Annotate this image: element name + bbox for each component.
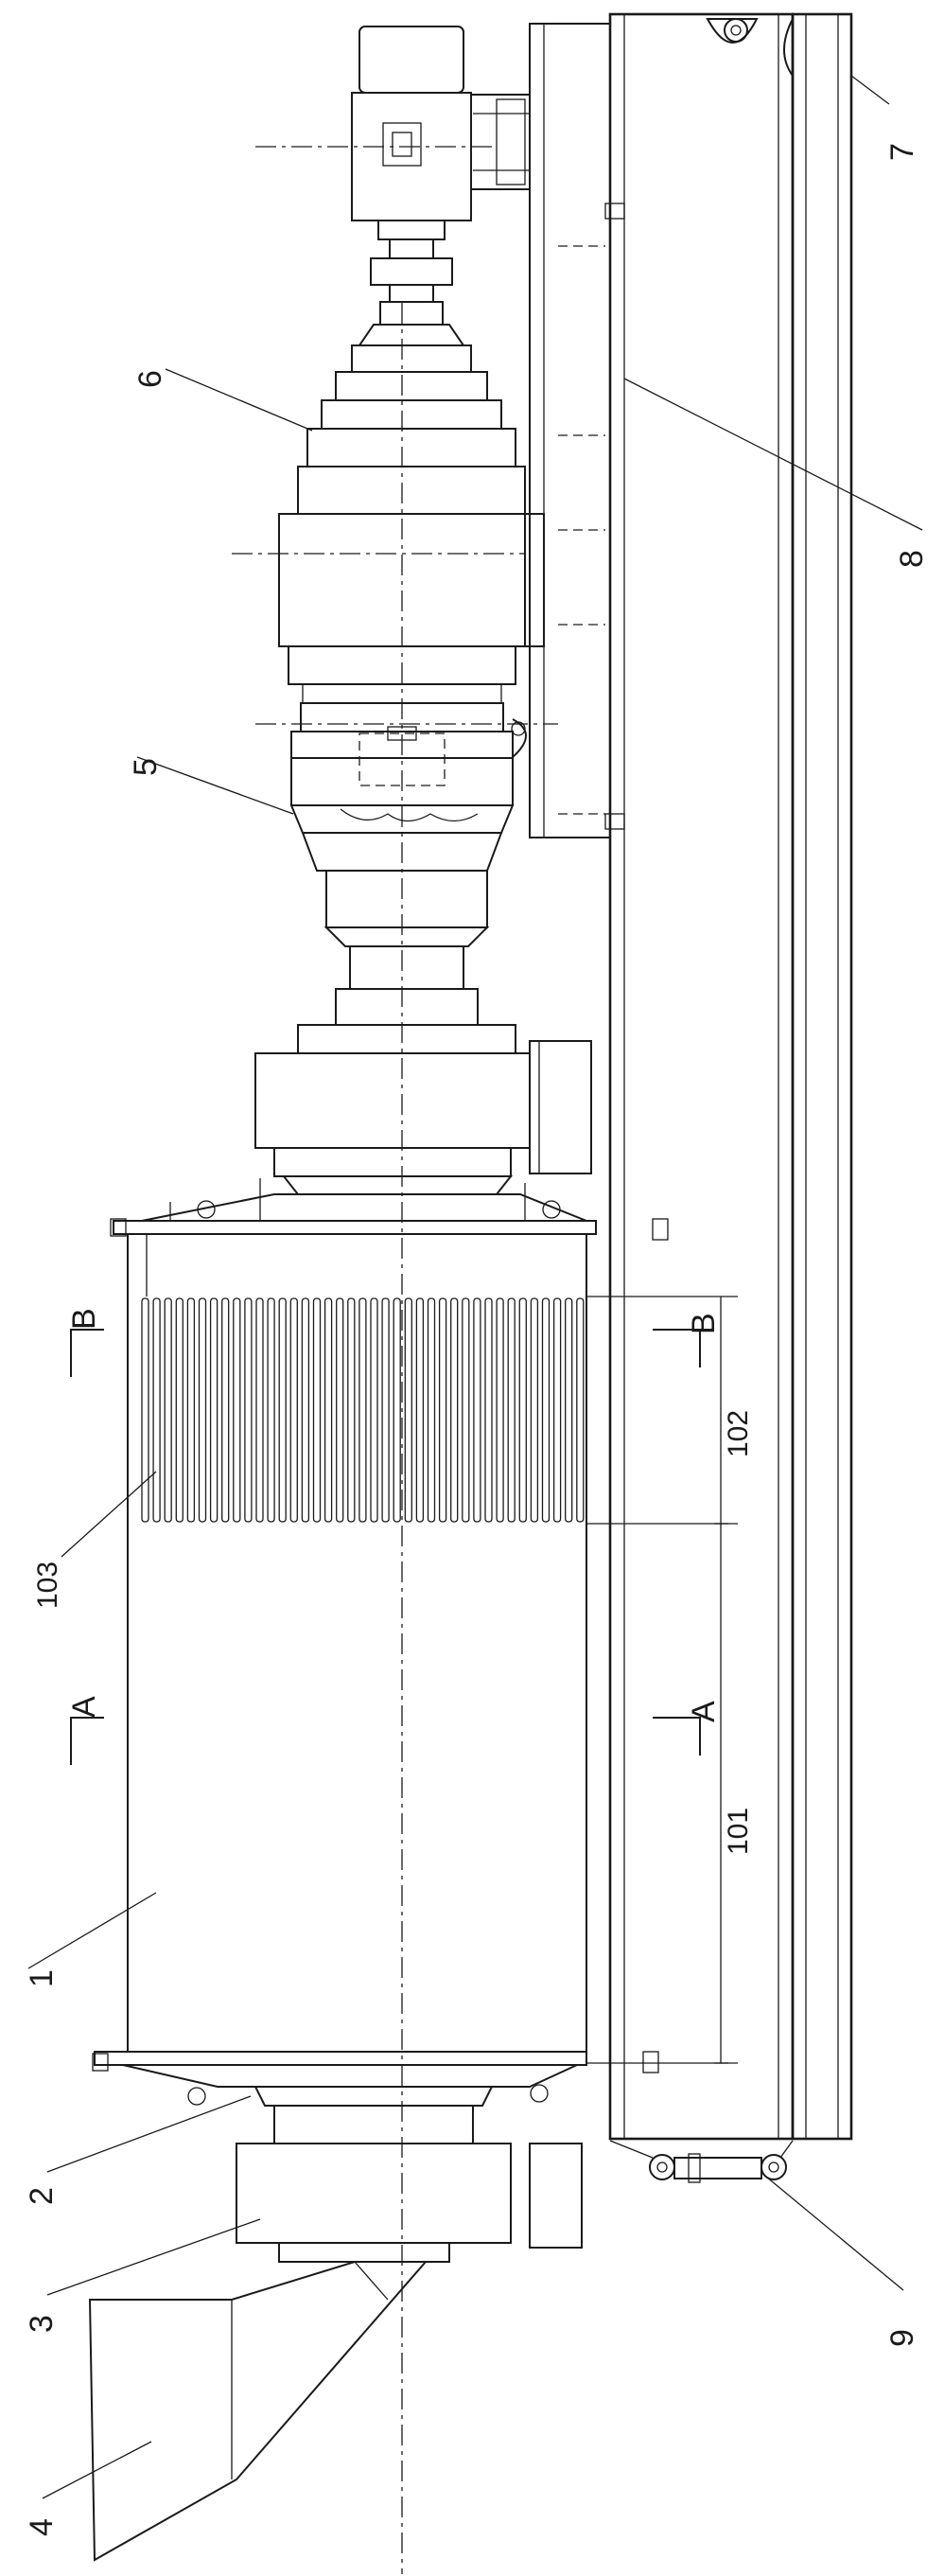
lower-bearing-3 (236, 2105, 583, 2263)
screen-slot (233, 1297, 241, 1523)
screen-slot (507, 1297, 516, 1523)
label-5: 5 (128, 758, 164, 776)
screen-slot (450, 1297, 459, 1523)
upper-end-cover (110, 1178, 669, 1241)
motor-mount-plate (529, 23, 625, 838)
screen-slot (255, 1297, 264, 1523)
screen-slot (141, 1297, 149, 1523)
screen-slot (278, 1297, 287, 1523)
screen-slot (323, 1297, 333, 1523)
label-102: 102 (723, 1410, 754, 1457)
frame-8 (608, 12, 795, 2141)
screen-slot (484, 1297, 493, 1523)
screen-slot (541, 1297, 551, 1523)
screen-slot (336, 1297, 344, 1523)
section-a-left: A (66, 1696, 102, 1718)
base-rail-7 (791, 12, 853, 2141)
label-103: 103 (32, 1561, 63, 1609)
screen-slot (552, 1297, 562, 1523)
label-9: 9 (884, 2329, 920, 2347)
top-pivot (706, 18, 794, 77)
label-8: 8 (894, 550, 930, 568)
screen-slot (565, 1297, 573, 1523)
label-4: 4 (24, 2518, 60, 2536)
screen-slot (427, 1297, 436, 1523)
screen-slot (393, 1297, 401, 1523)
screen-slot (404, 1297, 412, 1523)
section-a-right: A (686, 1701, 722, 1722)
screen-slot (438, 1297, 447, 1523)
labels: 1 2 3 4 5 6 7 8 9 101 102 103 B A B A (24, 143, 930, 2536)
screen-slot (164, 1297, 172, 1523)
screen-slot (198, 1297, 207, 1523)
screen-slot (301, 1297, 310, 1523)
feed-hopper-4 (88, 2261, 428, 2562)
screen-slot (186, 1297, 196, 1523)
section-marks (70, 1329, 701, 1765)
section-b-left: B (66, 1308, 102, 1330)
leader-lines (27, 75, 923, 2499)
label-3: 3 (24, 2315, 60, 2333)
screen-slot (244, 1297, 253, 1523)
motor-coupling (370, 238, 453, 326)
lower-end-cover-2 (92, 2051, 659, 2107)
screen-slot (209, 1297, 219, 1523)
screen-slot (530, 1297, 539, 1523)
main-shaft (335, 945, 479, 1026)
label-6: 6 (132, 370, 168, 388)
label-7: 7 (884, 143, 920, 161)
screen-slot (175, 1297, 184, 1523)
label-2: 2 (24, 2187, 60, 2205)
screen-slot (289, 1297, 298, 1523)
screen-slot (462, 1297, 470, 1523)
dimension-lines (586, 1296, 738, 2064)
tilt-cylinder-9 (609, 2140, 794, 2183)
screen-slot (415, 1297, 425, 1523)
screen-slot (152, 1297, 161, 1523)
screen-slot (370, 1297, 378, 1523)
drum-1 (127, 1234, 587, 2052)
screen-slots-103 (141, 1297, 585, 1523)
screen-slot (221, 1297, 230, 1523)
reducer-6 (278, 324, 545, 704)
screen-slot (576, 1297, 585, 1523)
section-b-right: B (686, 1313, 722, 1334)
label-1: 1 (24, 1969, 60, 1987)
screen-slot (347, 1297, 356, 1523)
screen-slot (473, 1297, 481, 1523)
motor (351, 26, 530, 240)
screen-slot (518, 1297, 527, 1523)
upper-bearing-seat (254, 1024, 592, 1195)
screen-slot (496, 1297, 504, 1523)
screen-slot (381, 1297, 390, 1523)
screen-slot (358, 1297, 367, 1523)
screen-slot (312, 1297, 322, 1523)
coupling-5 (289, 702, 527, 947)
label-101: 101 (723, 1808, 754, 1855)
screen-slot (267, 1297, 275, 1523)
